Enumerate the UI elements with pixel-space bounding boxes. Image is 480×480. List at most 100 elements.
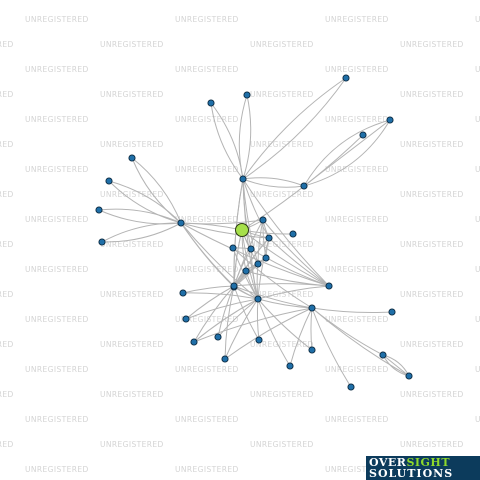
entity-node[interactable] [243,91,251,99]
logo-word-solutions: SOLUTIONS [369,467,454,480]
entity-node[interactable] [247,245,255,253]
entity-node[interactable] [255,336,263,344]
watermark-text: UNREGISTERED [250,40,314,49]
entity-node[interactable] [308,304,316,312]
watermark-text: UNREGISTERED [0,390,14,399]
connection-edge [182,285,235,294]
connection-edge [242,94,252,180]
entity-node[interactable] [386,116,394,124]
entity-node[interactable] [254,295,262,303]
entity-node[interactable] [259,216,267,224]
logo-word-over: OVER [369,456,407,469]
watermark-text: UNREGISTERED [400,90,464,99]
entity-node[interactable] [254,260,262,268]
entity-node[interactable] [214,333,222,341]
watermark-text: UNREGISTERED [25,115,89,124]
connection-edge [180,222,235,288]
entity-node[interactable] [405,372,413,380]
connection-edge [262,219,330,287]
watermark-text: UNREGISTERED [325,365,389,374]
node-layer [95,74,413,391]
watermark-text: UNREGISTERED [250,90,314,99]
connection-edge [180,219,264,225]
connection-edge [303,119,391,187]
watermark-text: UNREGISTERED [0,40,14,49]
connection-edge [256,263,259,300]
entity-node[interactable] [207,99,215,107]
connection-edge [242,178,252,250]
connection-edge [233,283,330,287]
watermark-text: UNREGISTERED [100,190,164,199]
entity-node[interactable] [190,338,198,346]
connection-edge [310,307,313,351]
entity-node[interactable] [177,219,185,227]
edge-layer [98,77,410,388]
entity-node[interactable] [242,267,250,275]
connection-edge [238,94,248,180]
connection-edge [242,77,347,180]
watermark-text: UNREGISTERED [400,190,464,199]
entity-node[interactable] [98,238,106,246]
entity-node[interactable] [325,282,333,290]
connection-edge [303,119,391,187]
watermark-text: UNREGISTERED [175,365,239,374]
watermark-text: UNREGISTERED [0,290,14,299]
connection-edge [131,157,182,224]
watermark-text: UNREGISTERED [0,140,14,149]
watermark-text: UNREGISTERED [475,65,480,74]
connection-edge [98,208,182,224]
entity-node[interactable] [286,362,294,370]
watermark-text: UNREGISTERED [100,390,164,399]
entity-node[interactable] [95,206,103,214]
watermark-text: UNREGISTERED [175,265,239,274]
watermark-text: UNREGISTERED [250,240,314,249]
watermark-text: UNREGISTERED [100,140,164,149]
entity-node[interactable] [221,355,229,363]
connection-edge [303,119,391,187]
entity-node[interactable] [229,244,237,252]
connection-edge [256,298,260,341]
watermark-text: UNREGISTERED [325,115,389,124]
entity-node[interactable] [182,315,190,323]
connection-edge [108,180,182,224]
connection-edge [289,307,313,367]
entity-node[interactable] [230,282,238,290]
watermark-text: UNREGISTERED [400,240,464,249]
entity-node[interactable] [239,175,247,183]
entity-node[interactable] [300,182,308,190]
entity-node[interactable] [388,308,396,316]
entity-node[interactable] [265,234,273,242]
entity-node[interactable] [289,230,297,238]
connection-edge [257,298,313,309]
entity-node[interactable] [308,346,316,354]
connection-edge [210,102,244,180]
watermark-text: UNREGISTERED [175,315,239,324]
entity-node[interactable] [179,289,187,297]
connection-edge [311,307,393,313]
connection-edge [311,307,384,356]
oversight-solutions-logo: OVERSIGHT SOLUTIONS [366,456,480,480]
watermark-text: UNREGISTERED [325,315,389,324]
watermark-text: UNREGISTERED [0,90,14,99]
connection-edge [193,298,259,343]
watermark-text: UNREGISTERED [25,215,89,224]
connection-edge [242,178,270,239]
focus-entity-node[interactable] [235,223,249,237]
watermark-text: UNREGISTERED [175,65,239,74]
entity-node[interactable] [105,177,113,185]
entity-node[interactable] [359,131,367,139]
entity-node[interactable] [342,74,350,82]
watermark-text: UNREGISTERED [475,415,480,424]
watermark-text: UNREGISTERED [325,165,389,174]
entity-node[interactable] [262,254,270,262]
entity-node[interactable] [347,383,355,391]
connection-edge [108,180,182,224]
connection-edge [217,298,259,338]
entity-node[interactable] [379,351,387,359]
connection-edge [242,177,305,187]
entity-node[interactable] [128,154,136,162]
connection-edge [257,219,264,265]
watermark-text: UNREGISTERED [100,290,164,299]
